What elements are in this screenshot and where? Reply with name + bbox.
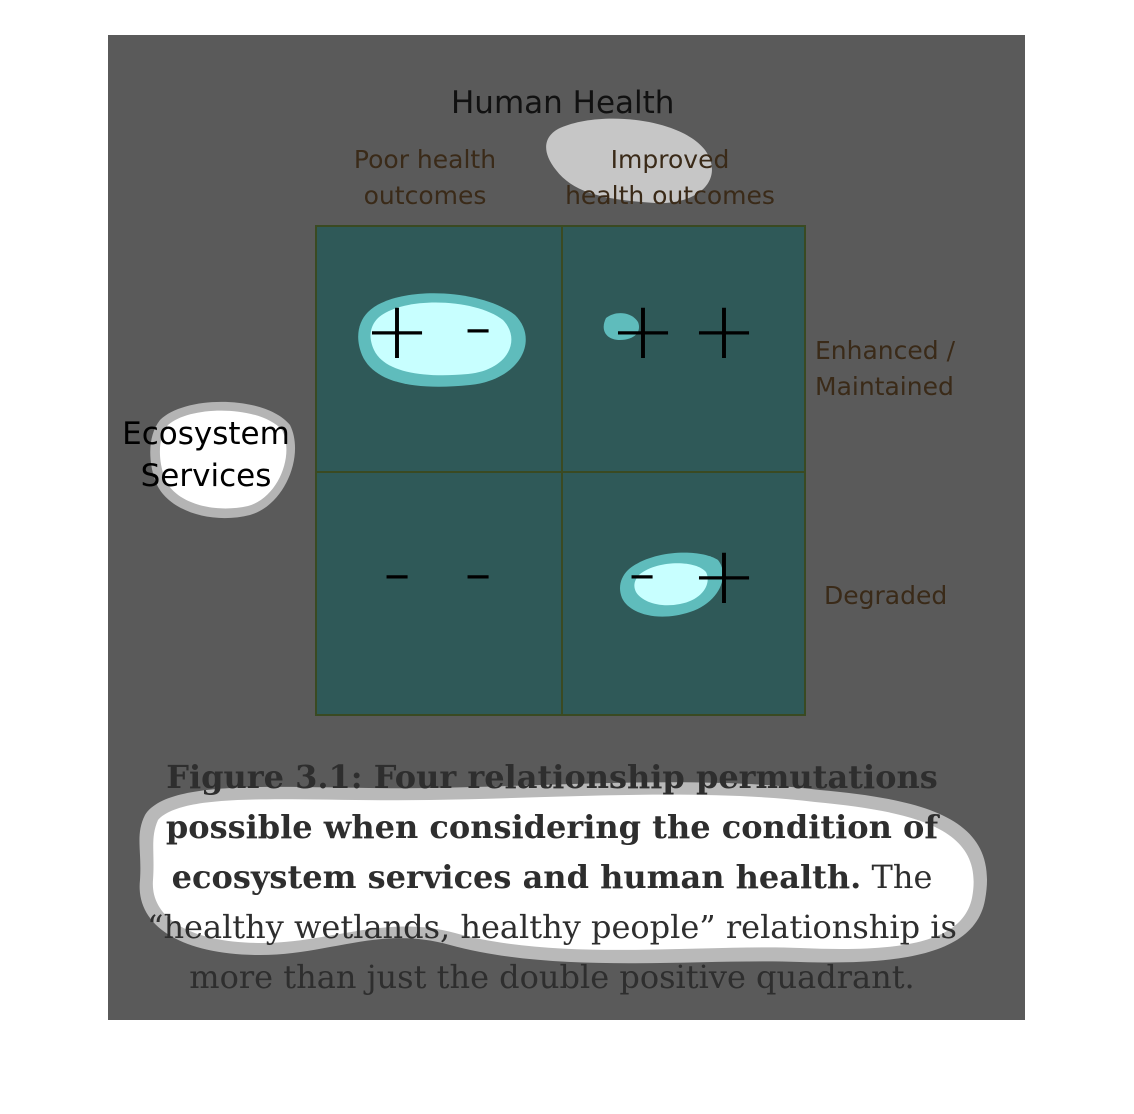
col-label-poor-line1: Poor health xyxy=(353,145,497,174)
sign-top-left-1: + xyxy=(363,284,431,377)
quadrant-grid xyxy=(315,225,806,716)
row-label-enhanced-line1: Enhanced / xyxy=(815,336,956,365)
sign-top-right-1: + xyxy=(609,284,677,377)
grid-horizontal-divider xyxy=(317,471,804,473)
caption-bold: Figure 3.1: Four relationship permutatio… xyxy=(165,758,939,896)
row-label-degraded: Degraded xyxy=(824,581,948,610)
col-label-improved-line2: health outcomes xyxy=(565,181,775,210)
grid-vertical-divider xyxy=(561,227,563,714)
sign-bottom-left-1: - xyxy=(382,525,412,618)
col-label-improved-line1: Improved xyxy=(610,145,730,174)
col-label-improved: Improved health outcomes xyxy=(555,142,785,214)
ecosystem-services-line1: Ecosystem xyxy=(122,416,290,452)
row-label-enhanced: Enhanced / Maintained xyxy=(815,333,955,405)
sign-top-left-2: - xyxy=(463,279,493,372)
sign-bottom-left-2: - xyxy=(463,525,493,618)
col-label-poor: Poor health outcomes xyxy=(340,142,510,214)
row-label-enhanced-line2: Maintained xyxy=(815,372,954,401)
ecosystem-services-line2: Services xyxy=(140,458,272,494)
sign-top-right-2: + xyxy=(690,284,758,377)
improved-highlight-blob xyxy=(546,118,712,204)
figure-caption: Figure 3.1: Four relationship permutatio… xyxy=(112,752,992,1002)
ecosystem-services-label: Ecosystem Services xyxy=(120,413,292,497)
human-health-title: Human Health xyxy=(451,85,675,121)
col-label-poor-line2: outcomes xyxy=(363,181,487,210)
top-right-highlight-blob xyxy=(603,313,640,340)
caption-text: The “healthy wetlands, healthy people” r… xyxy=(147,858,957,996)
sign-bottom-right-2: + xyxy=(690,529,758,622)
sign-bottom-right-1: - xyxy=(627,525,657,618)
